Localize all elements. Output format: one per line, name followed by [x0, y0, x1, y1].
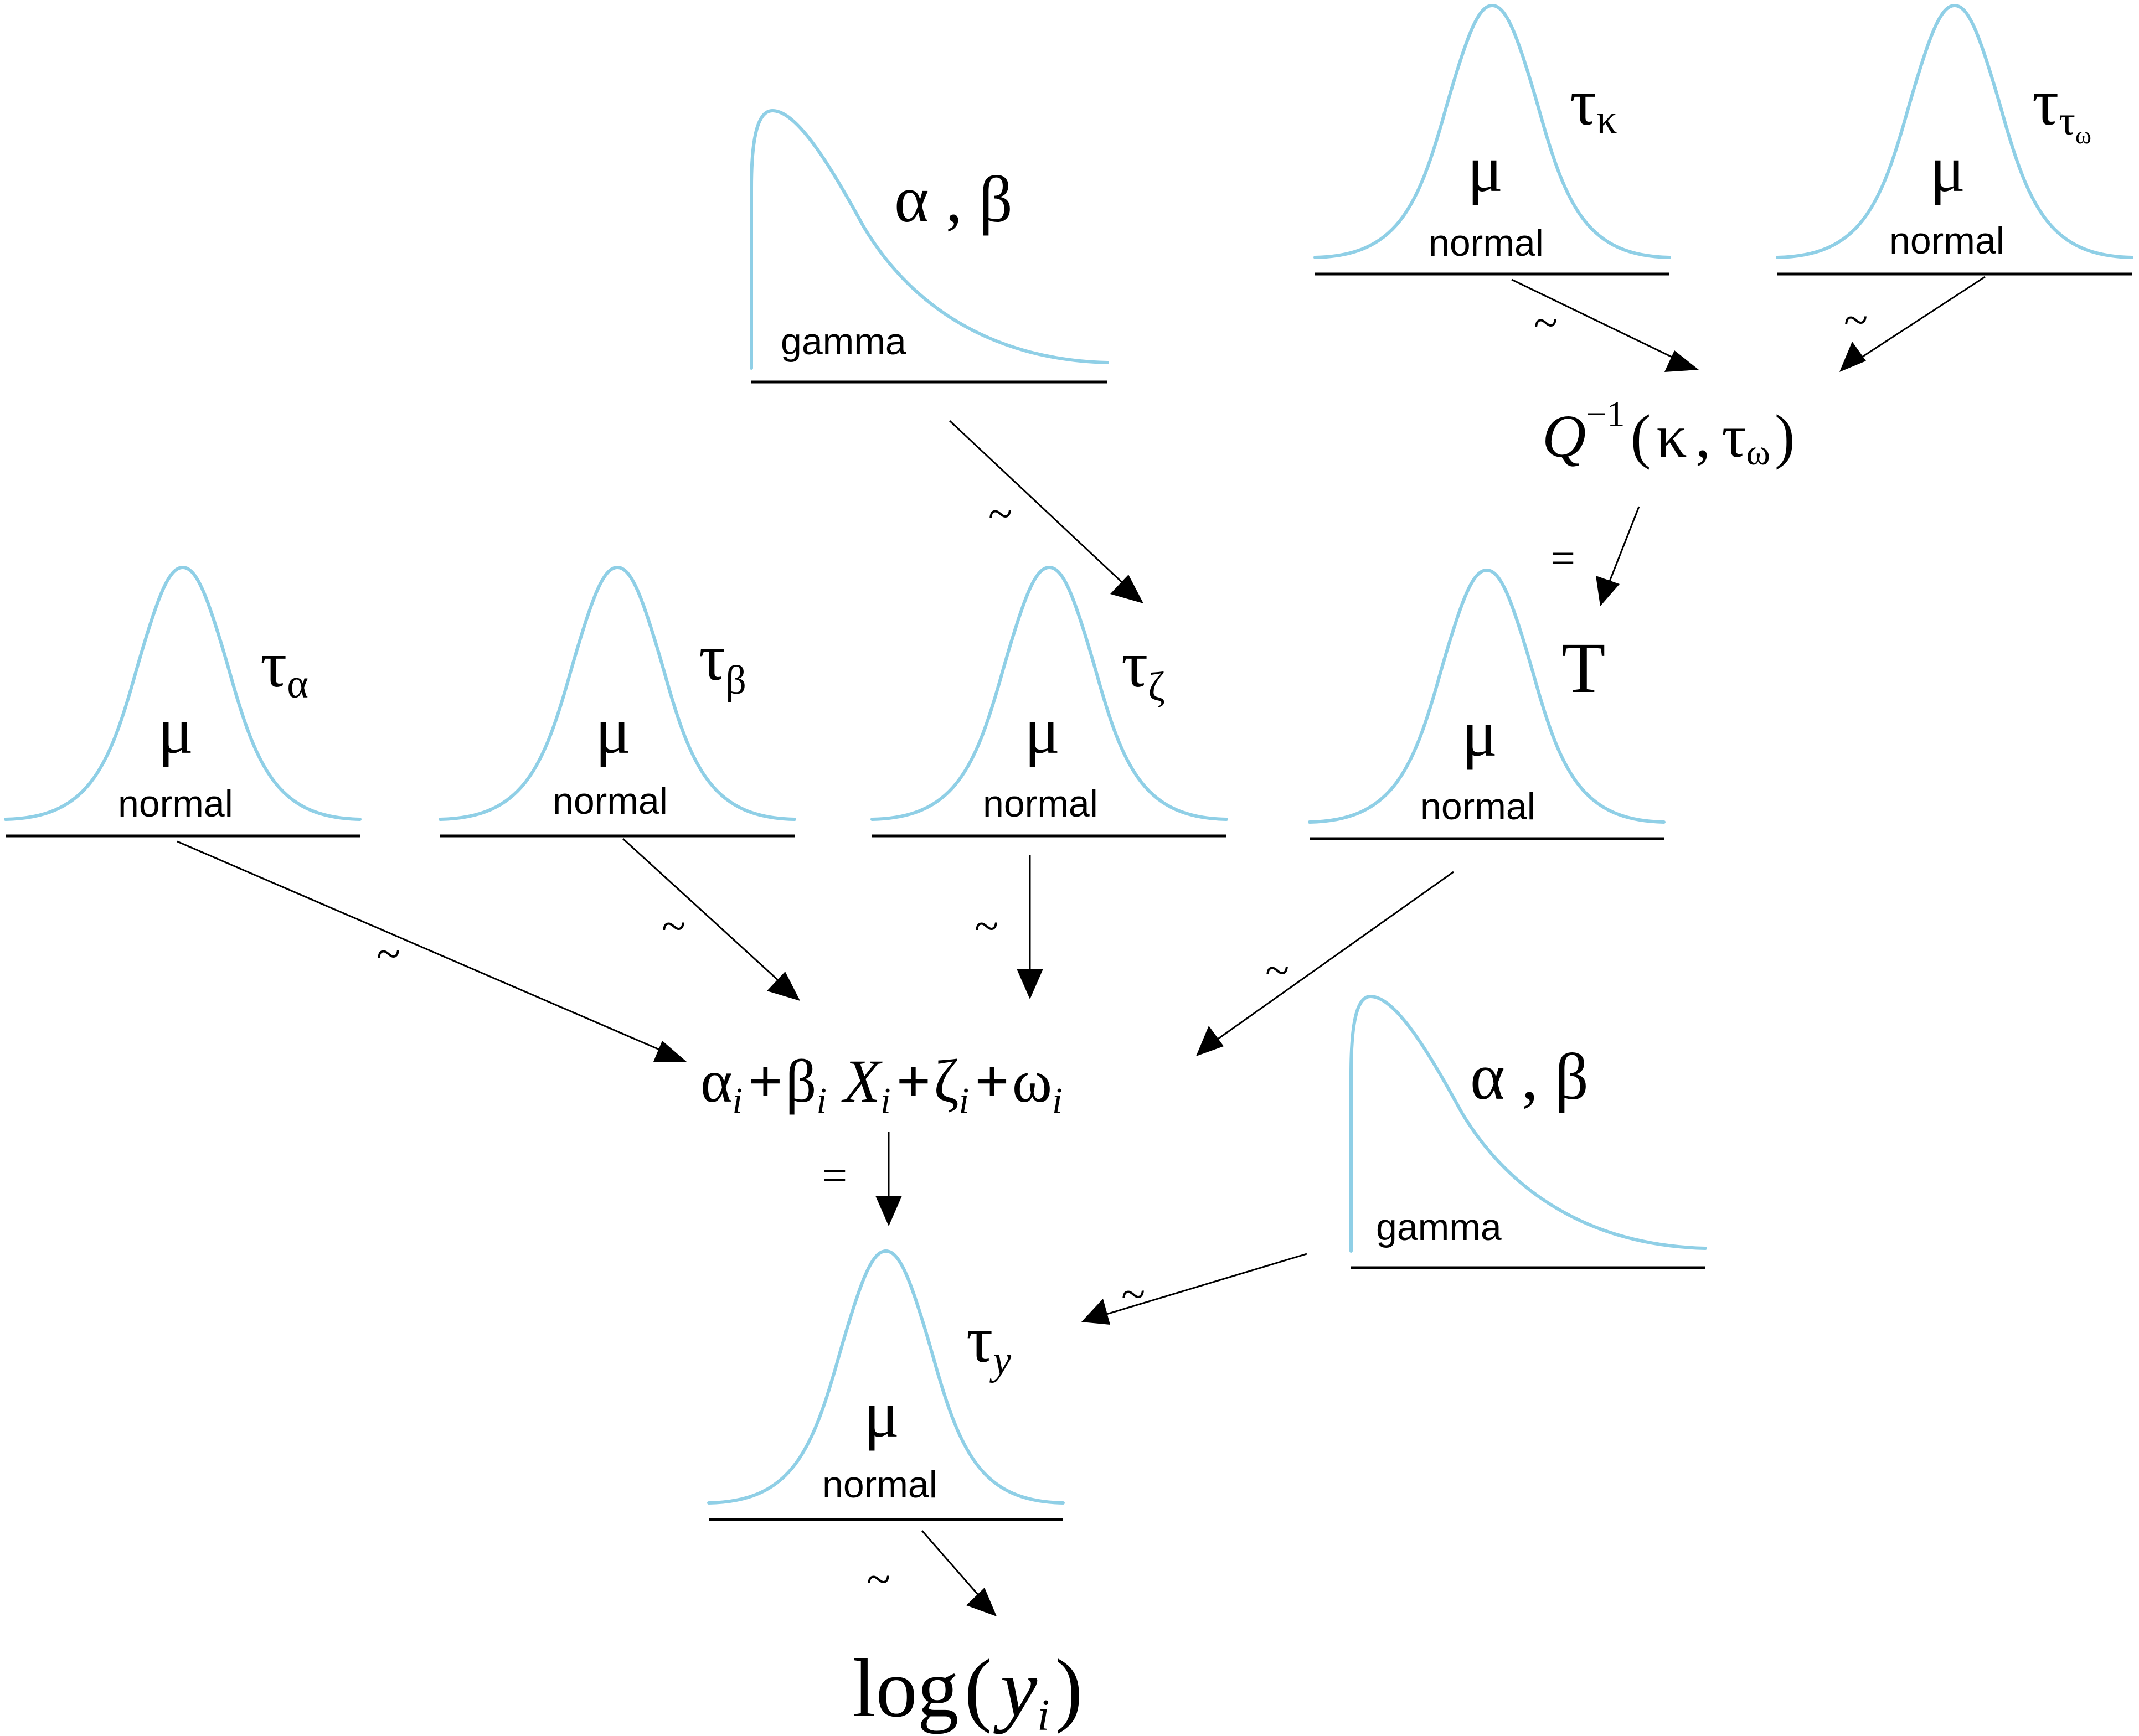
normal-label-y: normal	[822, 1464, 937, 1506]
normal-curve-beta	[439, 566, 796, 821]
normal-curve-y	[707, 1249, 1065, 1505]
mu-zeta: μ	[1024, 694, 1060, 767]
tilde-y-to-log: ~	[867, 1556, 890, 1604]
arrowhead-T-to-linear	[1196, 1026, 1224, 1056]
normal-curve-kappa	[1313, 4, 1671, 259]
edge-gamma-to-zeta	[949, 420, 1128, 588]
log-y-formula: log(yi)	[853, 1642, 1083, 1736]
edge-gamma-to-tauy	[1104, 1253, 1307, 1316]
mu-beta: μ	[595, 694, 631, 767]
equals-linear-to-y: =	[822, 1151, 847, 1200]
normal-label-alpha: normal	[118, 783, 233, 825]
normal-likelihood-y: μ normal τy	[707, 1249, 1065, 1521]
tau-tau-omega: ττω	[2032, 65, 2091, 149]
normal-label-tau-omega: normal	[1889, 220, 2004, 262]
normal-prior-tau-omega: μ normal ττω	[1776, 4, 2133, 276]
gamma-curve-bottom	[1349, 995, 1707, 1253]
tilde-T-to-linear: ~	[1265, 947, 1289, 995]
tilde-beta-to-linear: ~	[662, 902, 685, 951]
arrowhead-alpha-to-linear	[653, 1041, 687, 1062]
normal-label-beta: normal	[553, 780, 668, 822]
alpha-beta-top: α , β	[894, 162, 1013, 236]
mu-tau-omega: μ	[1930, 132, 1965, 205]
edge-y-to-log	[921, 1530, 981, 1598]
normal-curve-zeta	[870, 566, 1228, 821]
arrowhead-zeta-to-linear	[1017, 969, 1043, 999]
equals-q-to-T: =	[1550, 534, 1575, 583]
arrowhead-kappa-to-q	[1664, 350, 1699, 372]
arrowhead-linear-to-y	[875, 1196, 902, 1226]
gamma-label-bottom: gamma	[1376, 1206, 1502, 1248]
q-inverse-formula: Q−1(κ,τω)	[1542, 394, 1795, 473]
normal-label-kappa: normal	[1429, 222, 1544, 264]
normal-curve-tau-omega	[1776, 4, 2133, 259]
mu-kappa: μ	[1467, 132, 1503, 205]
alpha-beta-bottom: α , β	[1470, 1040, 1589, 1113]
arrowhead-gamma-to-tauy	[1081, 1299, 1110, 1325]
tilde-kappa-to-q: ~	[1534, 299, 1558, 348]
normal-prior-zeta: μ normal τζ	[870, 566, 1228, 838]
gamma-label-top: gamma	[781, 321, 906, 363]
gamma-curve-top	[750, 109, 1109, 370]
edge-T-to-linear	[1215, 871, 1454, 1042]
edge-alpha-to-linear	[177, 840, 665, 1053]
arrowhead-y-to-log	[966, 1588, 997, 1616]
tilde-gamma-to-tauy: ~	[1121, 1270, 1145, 1319]
tilde-zeta-to-linear: ~	[975, 902, 998, 951]
gamma-prior-top: gamma α , β	[750, 109, 1109, 384]
tau-y: τy	[966, 1303, 1011, 1383]
svg-text:log(yi): log(yi)	[853, 1642, 1083, 1736]
normal-label-T: normal	[1420, 786, 1535, 828]
svg-text:Q−1(κ,τω): Q−1(κ,τω)	[1542, 394, 1795, 473]
mu-alpha: μ	[158, 694, 193, 767]
normal-prior-alpha: μ normal τα	[4, 566, 362, 838]
mu-T: μ	[1462, 696, 1497, 770]
tau-kappa: τκ	[1570, 65, 1617, 142]
tau-alpha: τα	[260, 627, 308, 707]
tilde-alpha-to-linear: ~	[377, 930, 400, 979]
normal-curve-T	[1308, 569, 1666, 824]
normal-curve-alpha	[4, 566, 362, 821]
edges: ~ ~ ~ = ~ ~ ~ ~ = ~	[177, 276, 1986, 1616]
normal-prior-beta: μ normal τβ	[439, 566, 796, 838]
mu-y: μ	[864, 1377, 899, 1451]
param-T: T	[1561, 628, 1605, 708]
edge-tauomega-to-q	[1857, 276, 1986, 361]
gamma-prior-bottom: gamma α , β	[1349, 995, 1707, 1269]
edge-beta-to-linear	[622, 838, 782, 984]
tilde-gamma-to-zeta: ~	[988, 490, 1012, 539]
arrowhead-gamma-to-zeta	[1110, 575, 1143, 603]
normal-label-zeta: normal	[983, 783, 1098, 825]
arrowhead-q-to-T	[1596, 576, 1620, 606]
normal-prior-kappa: μ normal τκ	[1313, 4, 1671, 276]
arrowhead-beta-to-linear	[767, 972, 800, 1001]
edge-kappa-to-q	[1511, 278, 1678, 361]
normal-prior-T: μ normal T	[1308, 569, 1666, 840]
tilde-tauomega-to-q: ~	[1844, 296, 1868, 345]
tau-beta: τβ	[699, 621, 746, 703]
tau-zeta: τζ	[1121, 627, 1165, 710]
edge-q-to-T	[1607, 506, 1640, 585]
arrowhead-tauomega-to-q	[1839, 342, 1866, 372]
